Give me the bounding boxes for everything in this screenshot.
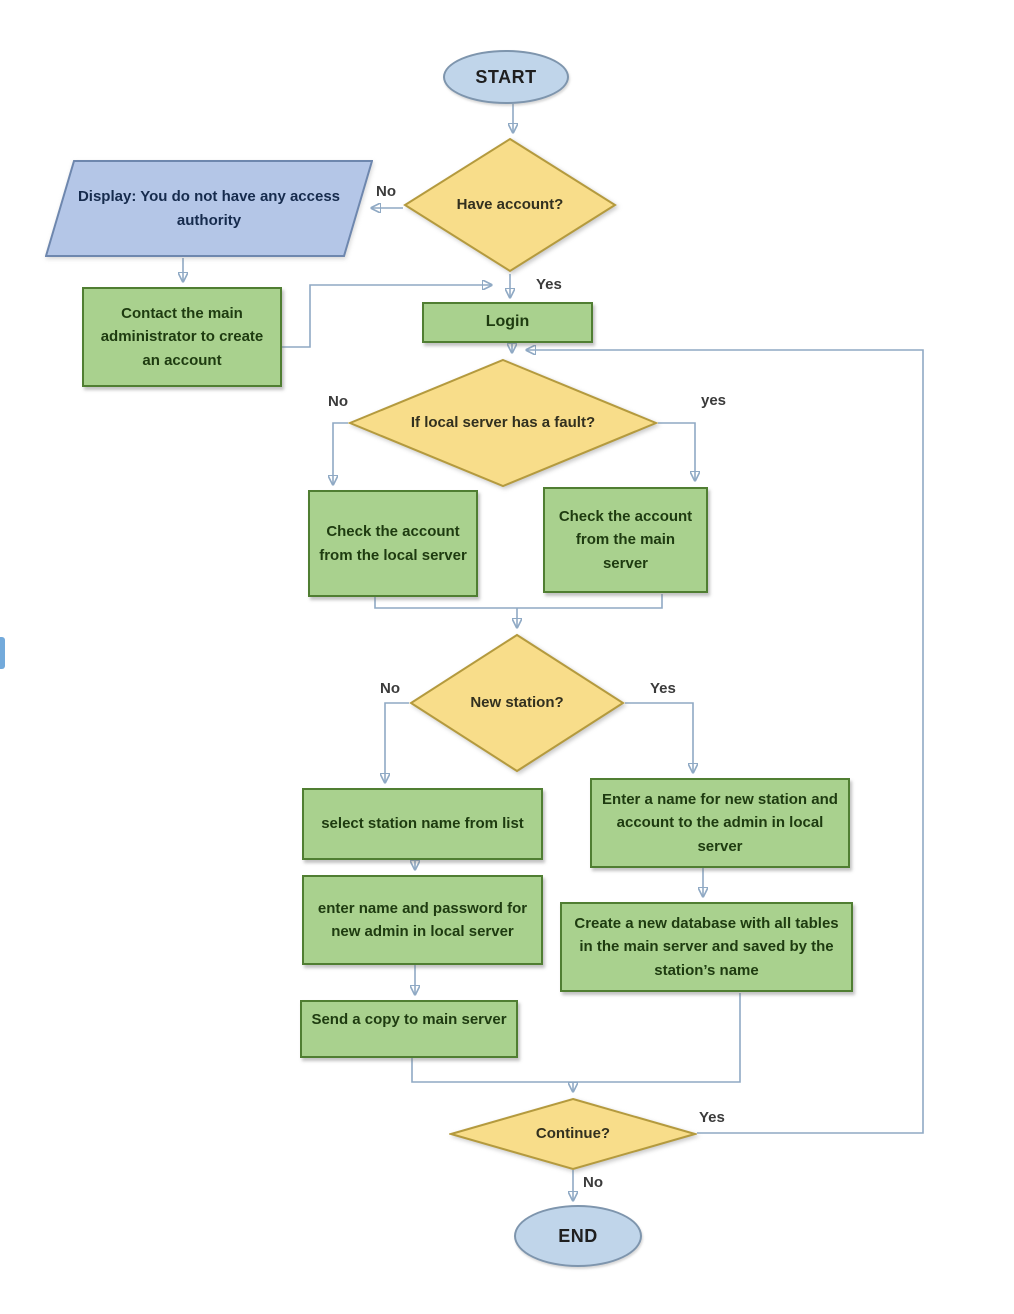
- left-edge-tab: [0, 637, 5, 669]
- contact-admin-node: Contact the main administrator to create…: [82, 287, 282, 387]
- check-local-label: Check the account from the local server: [319, 523, 467, 564]
- display-no-access-label: Display: You do not have any access auth…: [77, 187, 341, 229]
- edge-new-station-no-to-select: [385, 702, 409, 782]
- create-db-node: Create a new database with all tables in…: [560, 902, 853, 992]
- enter-station-label: Enter a name for new station and account…: [602, 791, 838, 855]
- decision-new-station: New station?: [409, 633, 625, 773]
- decision-continue: Continue?: [449, 1097, 697, 1171]
- parallelogram-shape: [45, 160, 373, 257]
- enter-admin-node: enter name and password for new admin in…: [302, 875, 543, 965]
- have-account-label: Have account?: [456, 196, 564, 214]
- edge-label-local-fault-yes: yes: [701, 392, 727, 409]
- login-label: Login: [485, 313, 530, 331]
- login-node: Login: [422, 302, 593, 343]
- send-copy-label: Send a copy to main server: [311, 1011, 507, 1028]
- create-db-label: Create a new database with all tables in…: [574, 915, 839, 979]
- diamond-shape: [409, 633, 625, 773]
- check-main-label: Check the account from the main server: [558, 508, 693, 572]
- edge-label-new-station-no: No: [380, 680, 400, 697]
- diamond-shape: [403, 137, 617, 273]
- diamond-shape: [449, 1097, 697, 1171]
- edge-label-have-account-no: No: [376, 183, 396, 200]
- decision-local-fault: If local server has a fault?: [348, 358, 658, 488]
- new-station-label: New station?: [470, 694, 564, 712]
- select-station-label: select station name from list: [321, 815, 524, 833]
- edge-label-local-fault-no: No: [328, 393, 348, 410]
- edge-local-fault-yes-to-check-main: [658, 422, 695, 480]
- enter-station-node: Enter a name for new station and account…: [590, 778, 850, 868]
- diamond-shape: [348, 358, 658, 488]
- edge-label-continue-no: No: [583, 1174, 603, 1191]
- local-fault-label: If local server has a fault?: [410, 414, 596, 432]
- decision-have-account: Have account?: [403, 137, 617, 273]
- edge-local-fault-no-to-check-local: [333, 422, 348, 484]
- edge-label-new-station-yes: Yes: [650, 680, 676, 697]
- end-label: END: [558, 1225, 598, 1246]
- enter-admin-label: enter name and password for new admin in…: [317, 899, 528, 940]
- display-no-access-node: Display: You do not have any access auth…: [45, 160, 373, 257]
- contact-admin-label: Contact the main administrator to create…: [100, 305, 264, 369]
- edge-label-continue-yes: Yes: [699, 1109, 725, 1126]
- end-node: END: [514, 1205, 642, 1267]
- select-station-node: select station name from list: [302, 788, 543, 860]
- start-label: START: [475, 66, 537, 87]
- start-node: START: [443, 50, 569, 104]
- check-local-node: Check the account from the local server: [308, 490, 478, 597]
- edge-new-station-yes-to-enter-station: [625, 702, 693, 772]
- send-copy-node: Send a copy to main server: [300, 1000, 518, 1058]
- check-main-node: Check the account from the main server: [543, 487, 708, 593]
- edge-label-have-account-yes: Yes: [536, 276, 562, 293]
- continue-label: Continue?: [535, 1125, 611, 1143]
